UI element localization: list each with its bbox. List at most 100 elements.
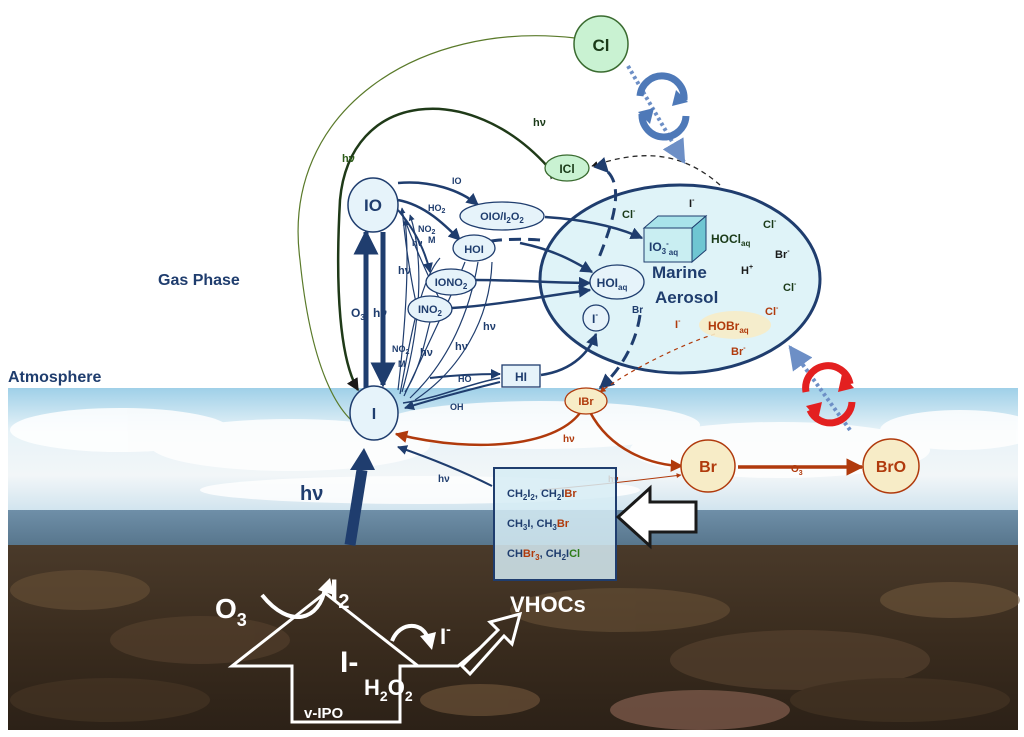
oh-label: OH (450, 402, 464, 412)
h-plus: H+ (741, 264, 753, 277)
i-minus-1: I- (689, 197, 695, 210)
hv-label-ch2i2: hν (438, 474, 450, 485)
node-bro: BrO (862, 438, 920, 494)
m-label-2: M (398, 359, 406, 369)
marine-label: Marine (652, 263, 707, 282)
svg-text:Br: Br (699, 459, 717, 476)
hv-label-cl: hν (342, 153, 355, 165)
svg-text:OIO/I2O2: OIO/I2O2 (480, 211, 524, 225)
i2-seaweed: I2 (330, 574, 349, 613)
svg-text:BrO: BrO (876, 459, 906, 476)
vhocs-label: VHOCs (510, 592, 586, 617)
cl-minus-1: Cl- (622, 208, 636, 221)
halocarbon-source-box: CH2I2, CH2IBr CH3I, CH3Br CHBr3, CH2ICl (493, 467, 617, 581)
node-i-minus-aq: I- (582, 304, 610, 332)
hobr-aq: HOBraq (708, 319, 749, 335)
hv-label-hoi: hν (483, 321, 496, 333)
hobr-to-ibr-dashed (599, 333, 716, 393)
hv-label-io-1: hν (412, 238, 423, 248)
node-icl: ICl (544, 154, 590, 182)
br-minus-2: Br- (731, 345, 746, 358)
v-ipo-label: v-IPO (304, 705, 344, 722)
br-in-aerosol: Br (632, 305, 643, 316)
node-br: Br (680, 439, 736, 493)
node-iono2: IONO2 (425, 268, 477, 296)
vhocs-arrow (459, 611, 523, 677)
hv-label-i: hν (373, 306, 387, 320)
source-input-arrow (615, 484, 698, 550)
svg-text:ICl: ICl (559, 162, 574, 176)
node-hoi-aq: HOIaq (589, 264, 645, 300)
h2o2-seaweed: H2O2 (364, 675, 413, 704)
icl-to-i-arc (336, 107, 561, 392)
i-minus-seaweed: I- (340, 646, 358, 679)
chbr3-ch2icl: CHBr3, CH2ICl (507, 548, 580, 562)
node-cl: Cl (573, 15, 629, 73)
node-ino2: INO2 (407, 295, 453, 323)
svg-text:IONO2: IONO2 (435, 277, 468, 291)
br-minus-1: Br- (775, 248, 790, 261)
aerosol-to-ibr-dashed (598, 314, 642, 390)
hobr-highlight (699, 311, 771, 339)
hv-label-icl: hν (533, 117, 546, 129)
o3-curved-arrow (260, 587, 327, 619)
ch2i2-ch2ibr: CH2I2, CH2IBr (507, 488, 577, 502)
hv-label-ibr: hν (563, 434, 575, 445)
iodate-cube: IO3-aq (642, 214, 708, 264)
svg-text:Cl: Cl (593, 36, 610, 55)
upper-background (0, 0, 1024, 385)
o3-label: O3 (351, 306, 365, 322)
svg-text:INO2: INO2 (418, 304, 443, 318)
node-hoi: HOI (452, 234, 496, 262)
seaweed-chemistry: v-IPO O3 I2 I- I- H2O2 VHOCs (215, 574, 586, 724)
aerosol-contents: Marine Aerosol HOClaq HOBraq H+ Cl- Cl- … (622, 197, 797, 358)
bro-to-aerosol-dotted (788, 345, 852, 432)
aerosol-label: Aerosol (655, 288, 718, 307)
io-label: IO (452, 176, 462, 186)
big-hv-label: hν (300, 483, 323, 505)
o3-seaweed: O3 (215, 593, 247, 630)
hv-label-io-2: hν (398, 265, 411, 277)
node-oio-i2o2: OIO/I2O2 (459, 201, 545, 231)
iodine-reaction-arrows (353, 181, 644, 487)
no2-label-1: NO2 (418, 224, 436, 236)
cl-to-aerosol-dotted (626, 64, 686, 165)
cl-minus-3: Cl- (783, 281, 797, 294)
rock-texture (10, 570, 1020, 730)
node-ibr: IBr (564, 387, 608, 415)
v-ipo-house-shape (227, 591, 423, 724)
o3-label-br: O3 (791, 464, 803, 477)
blue-recycle-icon (636, 72, 690, 141)
atmosphere-label: Atmosphere (8, 369, 101, 386)
svg-text:IO: IO (364, 196, 382, 215)
i-minus-2: I- (675, 318, 681, 331)
cl-minus-2: Cl- (763, 218, 777, 231)
m-label-1: M (428, 235, 436, 245)
cl-minus-4: Cl- (765, 305, 779, 318)
hocl-aq: HOClaq (711, 232, 750, 248)
svg-text:I: I (372, 406, 376, 423)
ch3i-ch3br: CH3I, CH3Br (507, 518, 570, 532)
ho2-label-1: HO2 (428, 203, 446, 215)
node-i: I (349, 385, 399, 441)
big-hv-arrow (344, 448, 375, 546)
hv-label-iono2: hν (455, 341, 468, 353)
i-minus-right: I- (440, 621, 451, 649)
hv-label-ino2: hν (420, 347, 433, 359)
node-io: IO (347, 177, 399, 233)
svg-text:HOIaq: HOIaq (597, 276, 628, 292)
svg-text:I-: I- (592, 310, 598, 326)
aerosol-to-icl-dashed (593, 157, 618, 261)
svg-text:HI: HI (515, 370, 527, 384)
hoi-aq-to-hoi-dashed (484, 237, 541, 248)
ho-label: HO (458, 374, 472, 384)
gas-phase-label: Gas Phase (158, 272, 240, 289)
node-hi: HI (501, 364, 541, 388)
cl-to-i-arc (297, 35, 581, 433)
no2-label-2: NO2 (392, 344, 410, 356)
svg-text:IO3-aq: IO3-aq (649, 239, 678, 257)
svg-text:IBr: IBr (578, 396, 594, 408)
svg-text:HOI: HOI (464, 244, 484, 256)
